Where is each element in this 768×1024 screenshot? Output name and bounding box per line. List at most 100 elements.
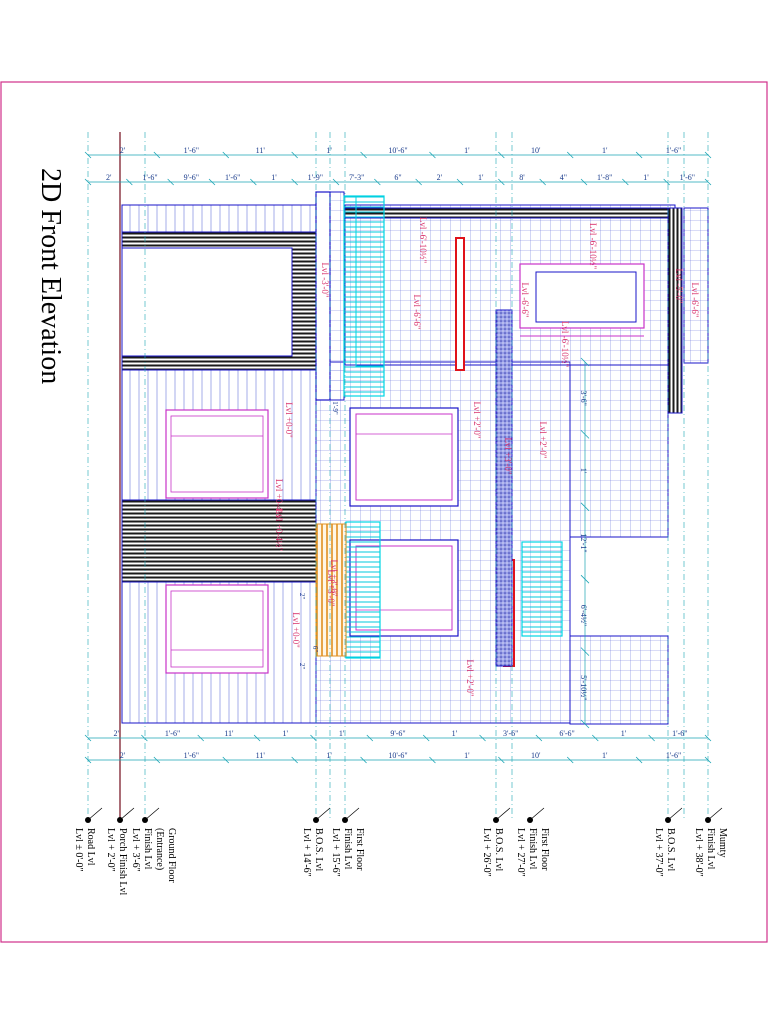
mumty-wall — [683, 207, 709, 364]
window-first-1 — [349, 407, 459, 507]
level-tag: Lvl -6'-10½" — [560, 321, 570, 368]
dim-tick — [141, 734, 148, 742]
dim-label: 1' — [283, 729, 289, 738]
dim-tick — [208, 178, 216, 186]
dim-tick — [498, 756, 505, 764]
dim-tick — [253, 734, 261, 742]
dim-tick — [126, 178, 133, 186]
level-tag: Lvl +3'-0" — [503, 437, 513, 474]
level-label-line: Finish Lvl — [705, 828, 716, 870]
level-tag: Lvl +0-4½" — [274, 479, 284, 522]
dim-tick — [580, 719, 590, 729]
leader-line — [144, 807, 160, 821]
dim-tick — [374, 178, 381, 186]
dim-tick — [197, 734, 205, 742]
level-tag: Lvl +2'-0" — [472, 401, 482, 438]
level-label-line: Lvl + 14'-6" — [301, 828, 312, 877]
dim-label: 9'-6" — [184, 173, 199, 182]
dim-tick — [580, 178, 588, 186]
leader-line — [529, 807, 545, 821]
dim-label: 1' — [271, 173, 277, 182]
level-label-line: Finish Lvl — [527, 828, 538, 870]
dim-tick — [429, 151, 436, 159]
small-dim: 2" — [298, 663, 306, 670]
dim-label: 3'-6" — [579, 391, 588, 406]
level-label-line: Finish Lvl — [142, 828, 153, 870]
level-label-line: Road Lvl — [85, 828, 96, 866]
dim-label: 2' — [106, 173, 112, 182]
leader-line — [495, 807, 511, 821]
dim-tick — [498, 151, 505, 159]
dim-tick — [566, 151, 574, 159]
dim-label: 5'-10½" — [579, 675, 588, 700]
glass-stair — [521, 541, 563, 637]
dim-tick — [360, 151, 367, 159]
dim-tick — [291, 151, 298, 159]
small-dim: 1'-9" — [331, 401, 339, 415]
dim-label: 1' — [579, 468, 588, 474]
dim-tick — [566, 756, 574, 764]
dim-label: 1'-9" — [308, 173, 323, 182]
dim-tick — [360, 756, 367, 764]
dim-tick — [291, 178, 298, 186]
level-labels: Lvl ± 0'-0"Road Lvl Lvl + 2'-0"Porch Fini… — [73, 807, 728, 895]
dim-tick — [622, 178, 629, 186]
dim-tick — [422, 734, 430, 742]
dim-tick — [84, 178, 92, 186]
stone-column — [495, 309, 513, 667]
dim-label: 11' — [224, 729, 234, 738]
dim-label: 4" — [560, 173, 567, 182]
window-ground-1 — [165, 409, 269, 499]
dim-label: 9'-6" — [390, 729, 405, 738]
small-dim: 6" — [311, 646, 319, 653]
dim-label: 1'-6" — [672, 729, 687, 738]
level-tag: Lvl +0-4½" — [274, 509, 284, 552]
dim-tick — [648, 734, 655, 742]
dim-tick — [704, 151, 712, 159]
dim-label: 1' — [452, 729, 458, 738]
level-label-line: First Floor — [539, 828, 550, 871]
level-tag: Lvl +0-0" — [291, 612, 301, 648]
dim-tick — [153, 756, 161, 764]
dim-label: 10' — [531, 146, 541, 155]
level-tag: Lvl -5'-0" — [674, 268, 684, 303]
dim-label: 11' — [256, 751, 266, 760]
dim-tick — [222, 151, 230, 159]
level-label-line: Lvl + 26'-0" — [481, 828, 492, 877]
glass-railing-mid — [345, 521, 381, 659]
dim-label: 1' — [339, 729, 345, 738]
level-tag: Lvl +3'-0" — [329, 559, 339, 596]
drawing-title: 2D Front Elevation — [35, 168, 66, 384]
opening-top — [121, 247, 293, 357]
level-label-line: Lvl + 27'-0" — [515, 828, 526, 877]
dim-tick — [84, 151, 92, 159]
dim-label: 1' — [464, 751, 470, 760]
dim-label: 1'-6" — [666, 751, 681, 760]
level-label-line: Porch Finish Lvl — [117, 828, 128, 895]
dim-label: 10'-6" — [388, 751, 407, 760]
level-label-line: Lvl + 37'-0" — [653, 828, 664, 877]
window-upper — [519, 263, 645, 329]
level-label-line: Lvl ± 0'-0" — [73, 828, 84, 872]
dim-label: 1'-6" — [225, 173, 240, 182]
dim-label: 2' — [120, 751, 126, 760]
level-label-line: Lvl + 2'-0" — [105, 828, 116, 872]
level-tag: Lvl -6'-6" — [412, 294, 422, 329]
dim-tick — [84, 734, 92, 742]
small-dim: 2" — [298, 593, 306, 600]
dim-tick — [310, 734, 317, 742]
building-facade — [121, 191, 709, 725]
dim-tick — [415, 178, 422, 186]
dim-label: 1' — [602, 751, 608, 760]
wood-cladding — [315, 523, 347, 657]
dim-label: 10'-6" — [388, 146, 407, 155]
dim-tick — [291, 756, 298, 764]
level-tag: Lvl +2'-0" — [465, 659, 475, 696]
dim-label: 1'-6" — [666, 146, 681, 155]
level-label-line: Lvl + 15'-6" — [330, 828, 341, 877]
dim-tick — [580, 502, 590, 512]
dim-label: 1' — [602, 146, 608, 155]
leader-line — [87, 807, 103, 821]
dim-label: 1'-6" — [184, 751, 199, 760]
